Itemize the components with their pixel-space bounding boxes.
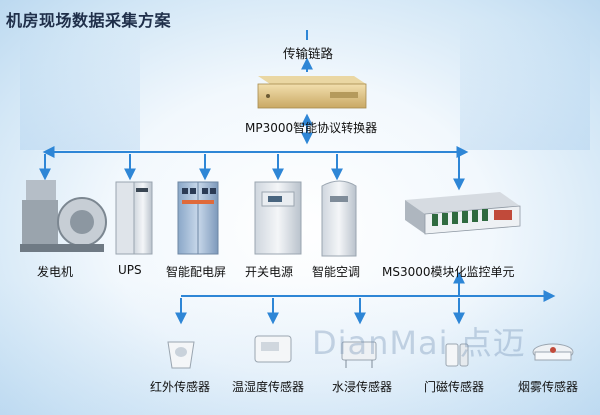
sensor-label-door-magnetic: 门磁传感器 xyxy=(424,380,485,394)
generator-icon xyxy=(20,180,107,252)
monitoring-unit-icon xyxy=(405,192,521,235)
sensor-label-infrared: 红外传感器 xyxy=(150,380,211,394)
converter-label: MP3000智能协议转换器 xyxy=(245,121,378,135)
ups-icon xyxy=(115,181,153,255)
sensor-label-smoke: 烟雾传感器 xyxy=(518,380,579,394)
sensor-label-temperature-humidity: 温湿度传感器 xyxy=(232,380,305,394)
device-label-distribution: 智能配电屏 xyxy=(166,265,227,279)
transmission-link-label: 传输链路 xyxy=(283,46,334,61)
background-pane xyxy=(20,30,140,150)
smoke-sensor-icon xyxy=(532,343,574,361)
page-title: 机房现场数据采集方案 xyxy=(6,11,172,30)
sensor-label-water-leak: 水浸传感器 xyxy=(332,380,393,394)
water-leak-sensor-icon xyxy=(341,341,377,368)
connection-lines xyxy=(39,30,556,325)
air-conditioner-icon xyxy=(321,180,357,257)
device-label-air-conditioner: 智能空调 xyxy=(312,265,361,279)
device-label-monitoring-unit: MS3000模块化监控单元 xyxy=(382,265,515,279)
temperature-humidity-sensor-icon xyxy=(254,335,292,363)
device-label-ups: UPS xyxy=(118,263,142,277)
switching-power-icon xyxy=(254,181,302,255)
infrared-sensor-icon xyxy=(167,341,195,369)
device-label-switching-power: 开关电源 xyxy=(245,265,294,279)
device-label-generator: 发电机 xyxy=(37,265,74,279)
door-magnetic-sensor-icon xyxy=(445,343,469,367)
protocol-converter-icon xyxy=(257,76,367,109)
distribution-panel-icon xyxy=(177,181,219,255)
background-pane xyxy=(460,20,590,150)
watermark: DianMai 点迈 xyxy=(312,324,526,362)
background-pane xyxy=(0,280,600,415)
